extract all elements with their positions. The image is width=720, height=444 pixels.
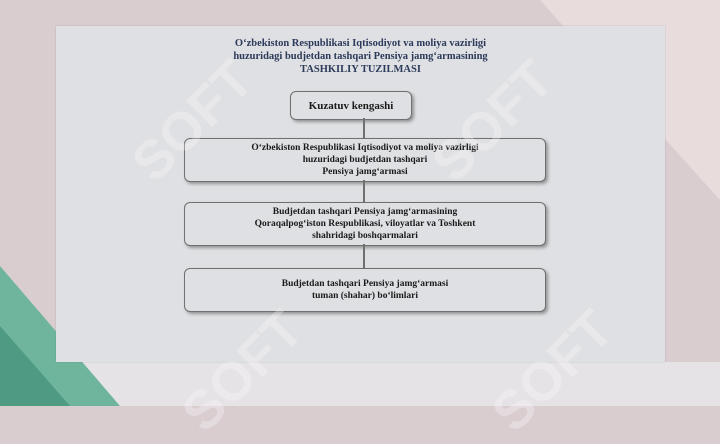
node-label: Kuzatuv kengashi [308, 99, 394, 112]
node-label: Budjetdan tashqari Pensiya jamg‘armasi [281, 279, 449, 289]
diagram-title: O‘zbekiston Respublikasi Iqtisodiyot va … [56, 37, 665, 76]
node-label: shahridagi boshqarmalari [312, 231, 418, 241]
node-label: Qoraqalpog‘iston Respublikasi, viloyatla… [254, 219, 476, 229]
diagram-title-line: huzuridagi budjetdan tashqari Pensiya ja… [233, 51, 488, 62]
node-pension-fund: O‘zbekiston Respublikasi Iqtisodiyot va … [184, 138, 546, 182]
background-lower-band [0, 362, 720, 406]
node-district-divisions: Budjetdan tashqari Pensiya jamg‘armasi t… [184, 268, 546, 312]
node-label: Budjetdan tashqari Pensiya jamg‘armasini… [272, 207, 458, 217]
node-regional-departments: Budjetdan tashqari Pensiya jamg‘armasini… [184, 202, 546, 246]
node-label: tuman (shahar) bo‘limlari [311, 291, 419, 301]
diagram-title-line: O‘zbekiston Respublikasi Iqtisodiyot va … [234, 38, 487, 49]
diagram-title-line: TASHKILIY TUZILMASI [300, 64, 421, 75]
node-supervisory-board: Kuzatuv kengashi [290, 91, 412, 120]
connector-line [363, 180, 365, 202]
node-label: huzuridagi budjetdan tashqari [302, 155, 428, 165]
node-label: Pensiya jamg‘armasi [322, 167, 408, 177]
connector-line [363, 244, 365, 268]
node-label: O‘zbekiston Respublikasi Iqtisodiyot va … [251, 143, 479, 153]
org-chart-slide: O‘zbekiston Respublikasi Iqtisodiyot va … [56, 26, 665, 362]
connector-line [363, 118, 365, 138]
